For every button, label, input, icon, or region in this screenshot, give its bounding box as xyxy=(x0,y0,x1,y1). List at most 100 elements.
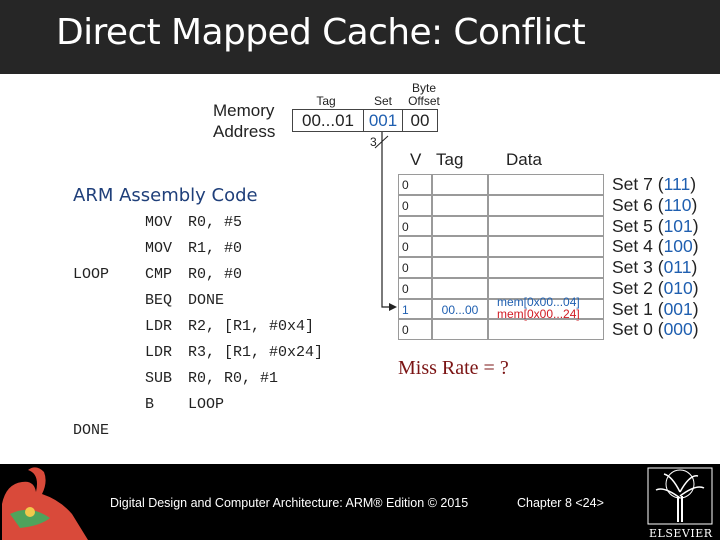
set-label: Set 4 (100) xyxy=(612,236,699,257)
valid-bit-cell: 0 xyxy=(398,319,432,340)
tag-cell xyxy=(432,215,488,237)
chapter-page-number: Chapter 8 <24> xyxy=(517,496,604,510)
tag-cell: 00...00 xyxy=(432,298,488,320)
valid-column-header: V xyxy=(410,150,422,169)
set-label: Set 6 (110) xyxy=(612,195,697,216)
set-paren-close: ) xyxy=(690,174,697,194)
set-label: Set 5 (101) xyxy=(612,216,699,237)
cached-data-conflict: mem[0x00...24] xyxy=(497,307,580,321)
set-name: Set 3 xyxy=(612,257,653,277)
byte-offset-header-line1: Byte xyxy=(411,81,436,95)
set-name: Set 4 xyxy=(612,236,653,257)
set-name: Set 7 xyxy=(612,174,653,194)
code-opcode: CMP xyxy=(145,266,173,283)
elsevier-tree-logo-icon xyxy=(647,467,713,525)
code-operands: LOOP xyxy=(188,396,225,413)
title-bar xyxy=(0,0,720,74)
set-paren-close: ) xyxy=(692,277,699,298)
valid-bit-cell: 1 xyxy=(398,298,432,320)
tag-field-header: Tag xyxy=(316,94,336,108)
data-cell xyxy=(488,194,604,216)
set-name: Set 1 xyxy=(612,298,653,319)
code-operands: DONE xyxy=(188,292,225,309)
data-cell xyxy=(488,298,604,320)
tag-cell xyxy=(432,174,488,195)
memory-address-label-line2: Address xyxy=(213,122,276,141)
set-label: Set 3 (011) xyxy=(612,257,697,278)
arm-tattoo xyxy=(10,509,50,528)
cached-data-first: mem[0x00...04] xyxy=(497,295,580,309)
data-cell xyxy=(488,215,604,237)
code-opcode: MOV xyxy=(145,214,173,231)
set-paren-close: ) xyxy=(691,257,698,277)
assembly-code-title: ARM Assembly Code xyxy=(73,185,258,206)
slide-title: Direct Mapped Cache: Conflict xyxy=(56,12,586,53)
footer-citation: Digital Design and Computer Architecture… xyxy=(110,496,469,510)
code-operands: R0, R0, #1 xyxy=(188,370,279,387)
arm-shape xyxy=(2,467,88,540)
code-opcode: MOV xyxy=(145,240,173,257)
tree-trunk xyxy=(677,496,683,522)
set-paren-close: ) xyxy=(692,319,699,340)
set-paren-open: ( xyxy=(652,257,664,277)
set-paren-open: ( xyxy=(652,298,664,319)
data-cell xyxy=(488,257,604,278)
tattoo-dot xyxy=(25,507,35,517)
valid-bit-cell: 0 xyxy=(398,194,432,216)
code-opcode: BEQ xyxy=(145,292,173,309)
data-cell xyxy=(488,319,604,340)
miss-rate-question: Miss Rate = ? xyxy=(398,357,509,379)
code-opcode: LDR xyxy=(145,318,173,335)
set-label: Set 2 (010) xyxy=(612,278,699,299)
set-arrow-head xyxy=(389,303,397,311)
set-name: Set 0 xyxy=(612,319,653,340)
set-paren-open: ( xyxy=(652,215,664,236)
tag-cell xyxy=(432,277,488,299)
set-paren-open: ( xyxy=(652,174,664,194)
data-cell xyxy=(488,236,604,257)
set-index-bits: 110 xyxy=(663,194,692,215)
set-paren-open: ( xyxy=(652,277,664,298)
elsevier-wordmark: ELSEVIER xyxy=(649,527,713,540)
flexed-arm-logo-icon xyxy=(2,467,88,540)
set-index-bits: 111 xyxy=(663,174,691,194)
set-paren-open: ( xyxy=(652,194,664,215)
code-label: LOOP xyxy=(73,266,110,283)
set-name: Set 6 xyxy=(612,194,653,215)
set-label: Set 0 (000) xyxy=(612,319,699,340)
data-cell xyxy=(488,174,604,195)
code-label: DONE xyxy=(73,422,110,439)
set-paren-close: ) xyxy=(692,298,699,319)
byte-offset-header-line2: Offset xyxy=(408,94,440,108)
set-name: Set 5 xyxy=(612,215,653,236)
footer-bar xyxy=(0,464,720,540)
set-paren-close: ) xyxy=(691,194,698,215)
data-column-header: Data xyxy=(506,150,542,169)
code-opcode: SUB xyxy=(145,370,173,387)
code-operands: R3, [R1, #0x24] xyxy=(188,344,324,361)
code-opcode: LDR xyxy=(145,344,173,361)
valid-bit-cell: 0 xyxy=(398,215,432,237)
set-index-bits: 011 xyxy=(663,257,692,277)
data-cell xyxy=(488,277,604,299)
tag-cell xyxy=(432,319,488,340)
code-opcode: B xyxy=(145,396,155,413)
tree-crown xyxy=(665,469,695,499)
tag-cell xyxy=(432,194,488,216)
memory-address-label-line1: Memory xyxy=(213,101,275,120)
valid-bit-cell: 0 xyxy=(398,174,432,195)
set-paren-close: ) xyxy=(692,215,699,236)
valid-bit-cell: 0 xyxy=(398,236,432,257)
set-field-header: Set xyxy=(373,94,392,108)
offset-field-value: 00 xyxy=(402,109,438,132)
set-index-bits: 101 xyxy=(663,215,693,236)
set-paren-open: ( xyxy=(652,236,664,257)
code-operands: R2, [R1, #0x4] xyxy=(188,318,315,335)
set-index-bits: 010 xyxy=(663,277,693,298)
set-index-bits: 100 xyxy=(663,236,693,257)
set-label: Set 1 (001) xyxy=(612,299,699,320)
valid-bit-cell: 0 xyxy=(398,277,432,299)
code-operands: R0, #5 xyxy=(188,214,243,231)
set-label: Set 7 (111) xyxy=(612,174,696,195)
